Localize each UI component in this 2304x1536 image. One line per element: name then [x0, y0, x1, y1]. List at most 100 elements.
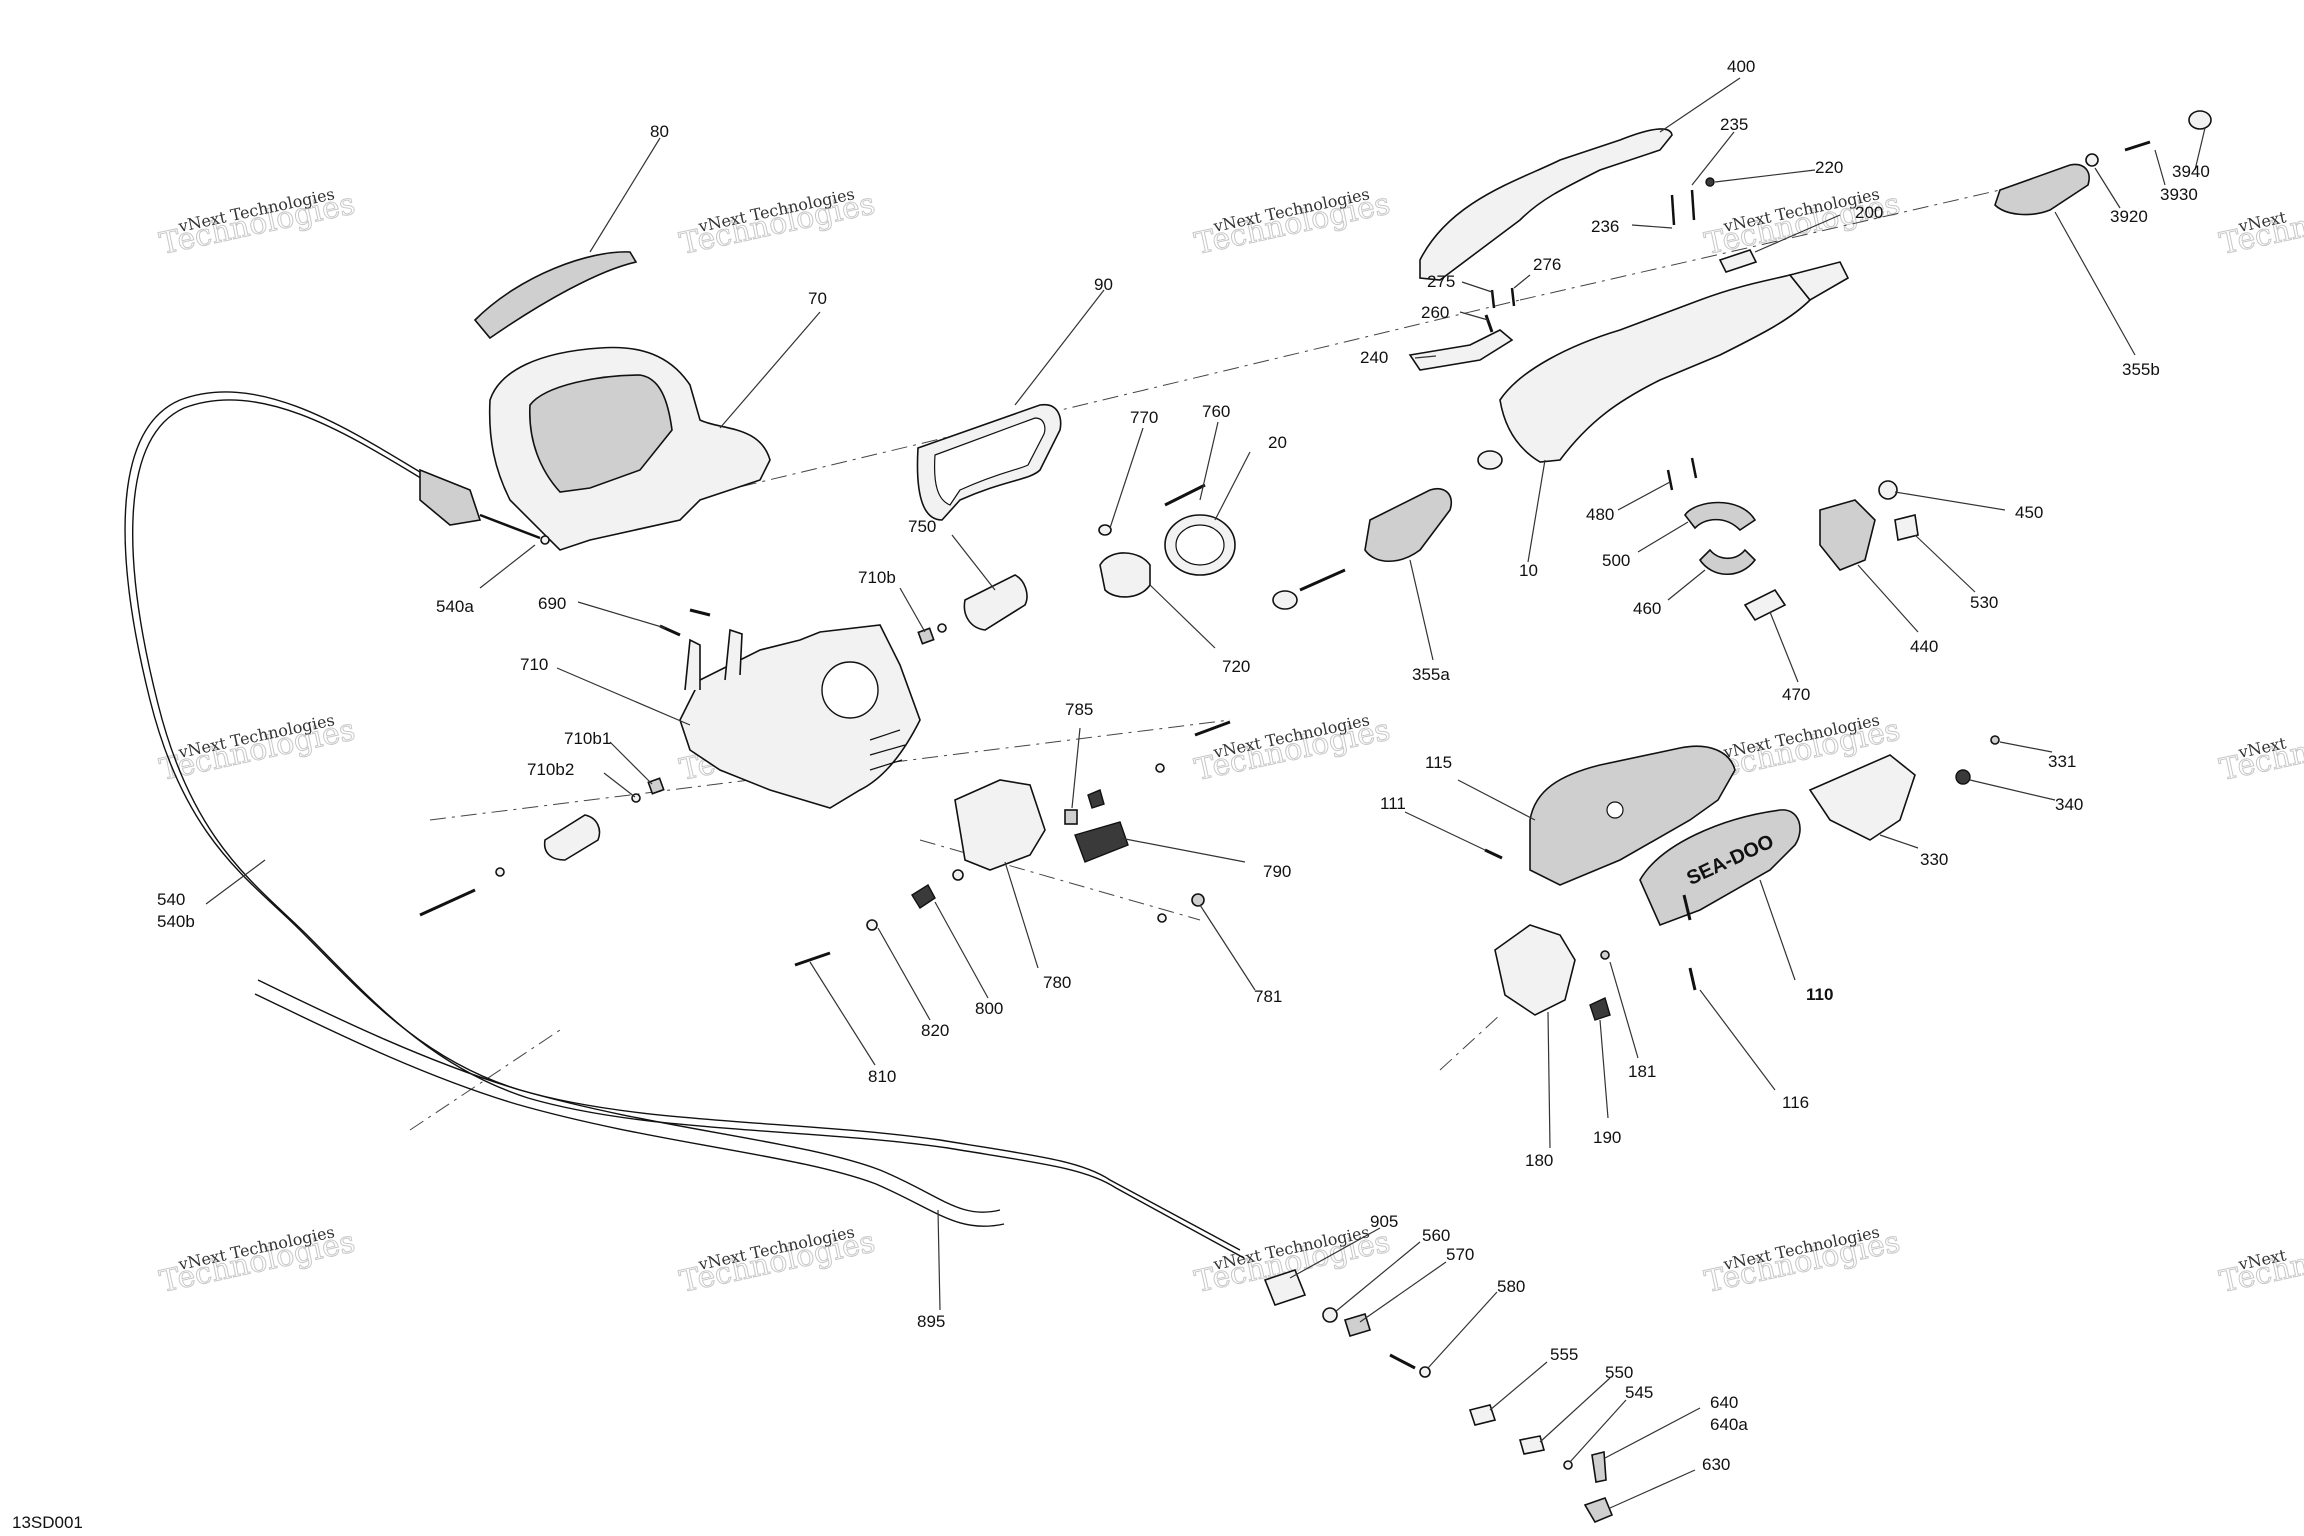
callout-750: 750: [908, 517, 936, 536]
callout-275: 275: [1427, 272, 1455, 291]
part-710b-nut: [917, 627, 935, 645]
callout-3940: 3940: [2172, 162, 2210, 181]
callout-781: 781: [1254, 987, 1282, 1006]
callout-580: 580: [1497, 1277, 1525, 1296]
part-276-screw: [1510, 287, 1516, 307]
watermark: Technologies vNext Technologies: [156, 1222, 358, 1300]
drawing-code: 13SD001: [12, 1513, 83, 1532]
callout-760: 760: [1202, 402, 1230, 421]
watermark: Technologies vNext Technologies: [1191, 710, 1393, 788]
part-355a-bolt: [1299, 568, 1346, 592]
part-710b-washer: [937, 623, 947, 633]
part-110-logo-panel: [1639, 809, 1801, 927]
part-480-screw: [1666, 469, 1674, 491]
part-470-bracket: [1743, 588, 1787, 622]
callout-545: 545: [1625, 1383, 1653, 1402]
watermark: Technologies vNext: [2216, 1224, 2304, 1301]
watermark: Technologies vNext: [2216, 186, 2304, 263]
part-116-screw: [1688, 967, 1697, 991]
part-long-bolt: [419, 888, 476, 917]
callout-540: 540: [157, 890, 185, 909]
callout-710: 710: [520, 655, 548, 674]
part-355a-grip: [1364, 488, 1452, 562]
part-181-screw: [1600, 950, 1610, 960]
callout-540b: 540b: [157, 912, 195, 931]
callout-90: 90: [1094, 275, 1113, 294]
callout-820: 820: [921, 1021, 949, 1040]
callout-570: 570: [1446, 1245, 1474, 1264]
part-10-left-end: [1477, 450, 1503, 470]
callout-10: 10: [1519, 561, 1538, 580]
part-800-button: [911, 884, 936, 909]
part-710-fins: [869, 729, 906, 771]
part-450-knob: [1878, 480, 1898, 500]
part-115-console-cover: [1529, 745, 1736, 886]
part-540a-end: [479, 513, 541, 540]
part-785-washer: [1155, 763, 1165, 773]
part-460-clamp-lower: [1698, 548, 1757, 575]
callout-220: 220: [1815, 158, 1843, 177]
watermark-layer: Technologies vNext Technologies Technolo…: [156, 184, 2304, 1301]
part-90-display-window: [933, 417, 1046, 506]
callout-340: 340: [2055, 795, 2083, 814]
callout-630: 630: [1702, 1455, 1730, 1474]
part-115-hole: [1606, 801, 1624, 819]
part-785-bolt: [1194, 720, 1231, 737]
part-180-switch-module: [1494, 924, 1576, 1016]
callout-720: 720: [1222, 657, 1250, 676]
callout-116: 116: [1782, 1093, 1809, 1112]
part-235-screw: [1690, 189, 1696, 221]
callout-770: 770: [1130, 408, 1158, 427]
callout-70: 70: [808, 289, 827, 308]
part-560-oring: [1322, 1307, 1338, 1323]
callout-780: 780: [1043, 973, 1071, 992]
part-500-clamp-upper: [1684, 501, 1757, 532]
part-550-sleeve: [1518, 1435, 1546, 1455]
callout-330: 330: [1920, 850, 1948, 869]
part-3930-bolt: [2124, 140, 2151, 152]
part-545-washer: [1563, 1460, 1573, 1470]
part-190-knob: [1589, 997, 1611, 1021]
part-275-screw: [1490, 289, 1496, 309]
part-630-end: [1583, 1496, 1614, 1524]
watermark: Technologies vNext Technologies: [676, 184, 878, 262]
callout-3930: 3930: [2160, 185, 2198, 204]
callout-710b1: 710b1: [564, 729, 611, 748]
part-10-tube-end: [1788, 261, 1850, 302]
watermark: Technologies vNext Technologies: [1701, 1222, 1903, 1300]
part-555-fitting: [1468, 1404, 1497, 1426]
part-710-upright: [684, 628, 743, 691]
callout-895: 895: [917, 1312, 945, 1331]
part-770-washer: [1098, 524, 1112, 536]
part-200-clip: [1718, 249, 1758, 273]
callout-276: 276: [1533, 255, 1561, 274]
part-710b1-nut: [647, 777, 665, 795]
part-790-connector: [1074, 821, 1129, 863]
part-3940-cap: [2188, 110, 2212, 130]
callout-440: 440: [1910, 637, 1938, 656]
part-240-lever: [1408, 329, 1514, 371]
parts-layer: SEA-DOO: [124, 110, 2212, 1524]
part-640-bolt: [1591, 1450, 1607, 1483]
part-3920-washer: [2085, 153, 2099, 167]
callout-560: 560: [1422, 1226, 1450, 1245]
part-540a-nut: [540, 535, 550, 545]
callout-190: 190: [1593, 1128, 1621, 1147]
part-long-bolt-washer: [495, 867, 505, 877]
part-905-sleeve: [1263, 1269, 1307, 1306]
callout-355a: 355a: [1412, 665, 1450, 684]
callout-810: 810: [868, 1067, 896, 1086]
part-116-screw: [1682, 894, 1692, 921]
part-540-fitting: [419, 468, 482, 526]
callout-540a: 540a: [436, 597, 474, 616]
part-355a-cap: [1272, 590, 1298, 610]
watermark: Technologies vNext Technologies: [156, 184, 358, 262]
part-235-screw: [1670, 194, 1676, 226]
callout-111: 111: [1380, 794, 1406, 813]
part-800-nut: [952, 869, 964, 881]
callout-800: 800: [975, 999, 1003, 1018]
part-690-screw: [689, 608, 711, 617]
part-710-bore: [821, 661, 879, 719]
callout-640: 640: [1710, 1393, 1738, 1412]
watermark: Technologies vNext Technologies: [156, 710, 358, 788]
